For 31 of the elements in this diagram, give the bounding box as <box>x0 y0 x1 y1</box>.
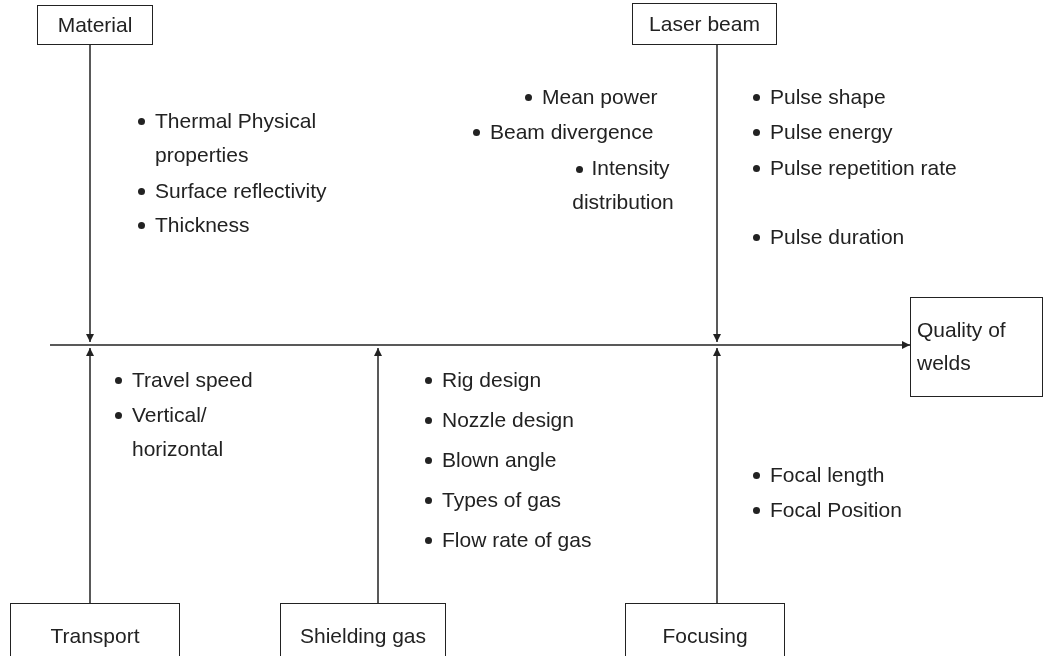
bullet-item: Blown angle <box>422 443 642 477</box>
bullet-item: Flow rate of gas <box>422 523 662 557</box>
bullet-item: Thermal Physical properties <box>135 104 395 172</box>
arrow <box>86 347 94 604</box>
bullet-item: Intensity distribution <box>548 151 698 219</box>
bullet-item: Pulse repetition rate <box>750 151 985 185</box>
bullet-item: Pulse duration <box>750 220 970 254</box>
bullet-item: Nozzle design <box>422 403 642 437</box>
arrow <box>374 347 382 604</box>
bullet-item: Focal Position <box>750 493 970 527</box>
category-box: Quality of welds <box>910 297 1043 397</box>
bullet-item: Pulse shape <box>750 80 970 114</box>
category-box: Laser beam <box>632 3 777 45</box>
bullet-item: Focal length <box>750 458 970 492</box>
arrow <box>49 341 911 349</box>
bullet-item: Pulse energy <box>750 115 970 149</box>
category-box: Material <box>37 5 153 45</box>
category-box: Shielding gas <box>280 603 446 656</box>
bullet-item: Types of gas <box>422 483 642 517</box>
arrow <box>713 44 721 343</box>
arrow <box>713 347 721 604</box>
bullet-item: Thickness <box>135 208 355 242</box>
bullet-item: Surface reflectivity <box>135 174 415 208</box>
bullet-item: Rig design <box>422 363 642 397</box>
bullet-item: Mean power <box>522 80 722 114</box>
bullet-item: Beam divergence <box>470 115 690 149</box>
bullet-item: Vertical/ horizontal <box>112 398 282 466</box>
category-box: Focusing <box>625 603 785 656</box>
bullet-item: Travel speed <box>112 363 332 397</box>
category-box: Transport <box>10 603 180 656</box>
arrow <box>86 44 94 343</box>
